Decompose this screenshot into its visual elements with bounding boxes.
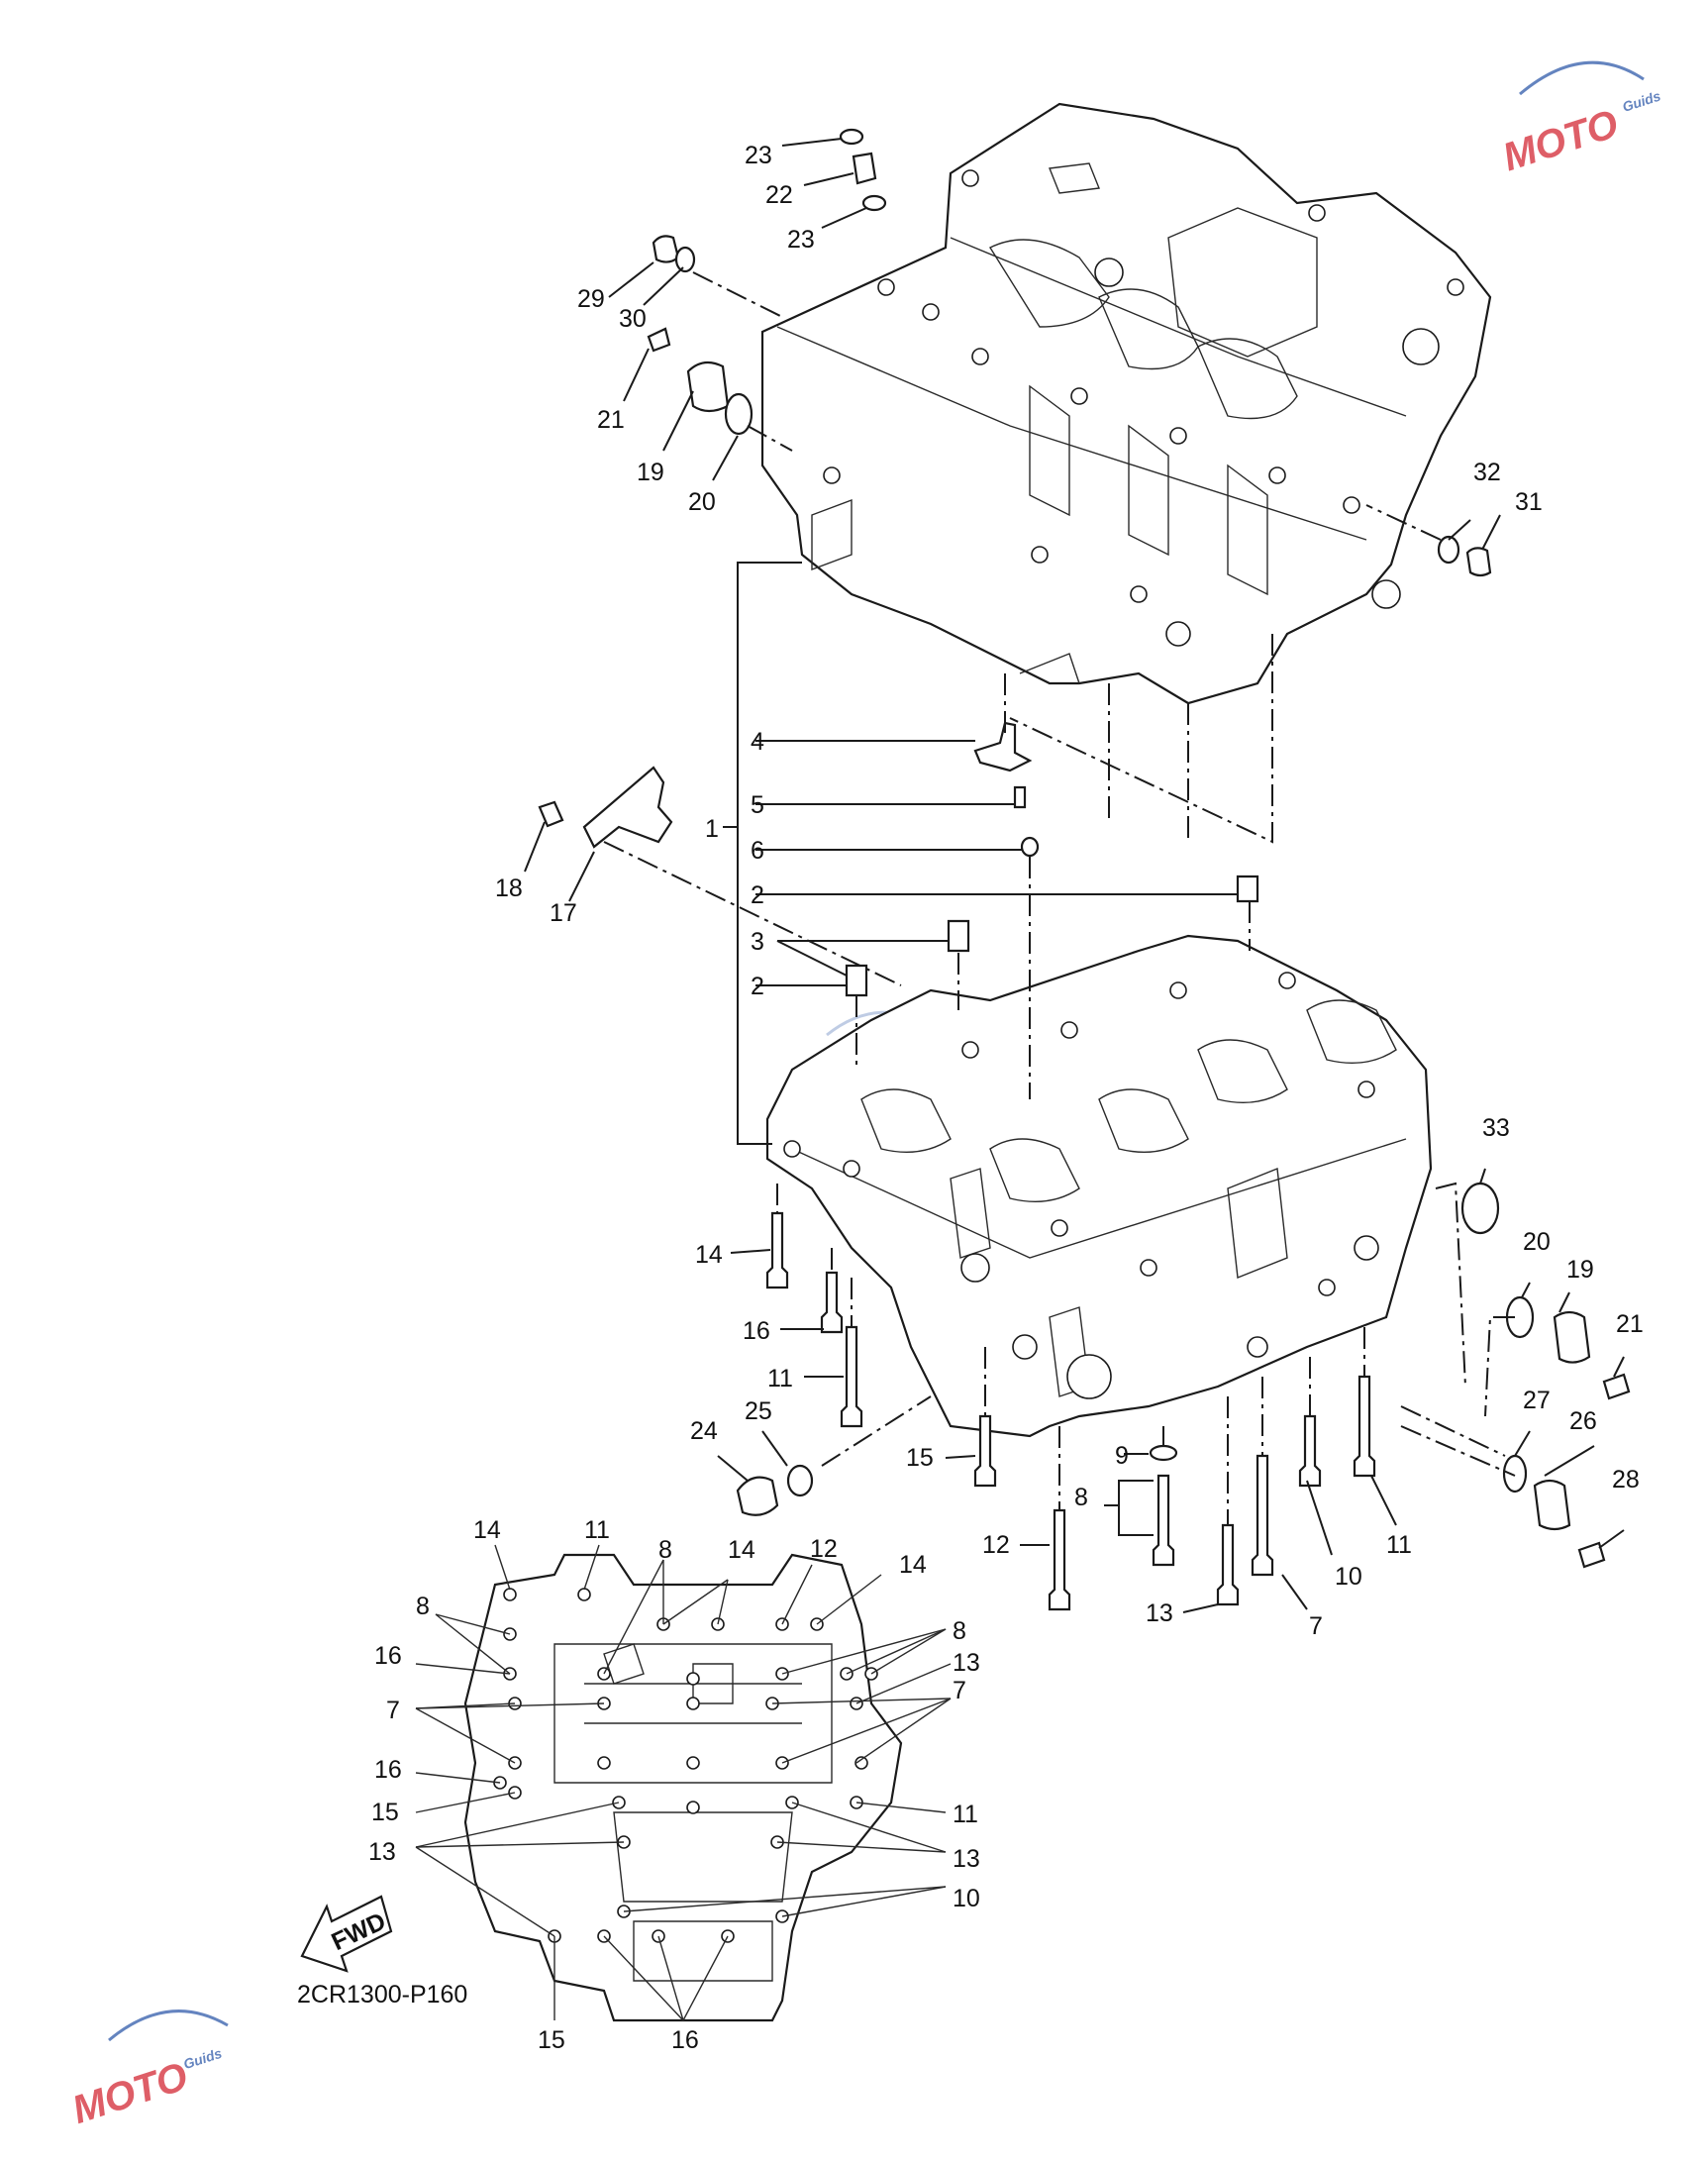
callout-23: 23 xyxy=(745,142,772,169)
callout-24: 24 xyxy=(690,1417,718,1445)
leader-lines xyxy=(415,138,1625,2021)
callout-12: 12 xyxy=(982,1531,1010,1559)
small-parts xyxy=(538,128,1631,1611)
callout-11: 11 xyxy=(584,1516,610,1544)
callout-21: 21 xyxy=(597,406,625,434)
callout-2: 2 xyxy=(751,973,764,1000)
callout-7: 7 xyxy=(386,1697,400,1724)
crankcase-bottom-view xyxy=(463,1553,903,2022)
callout-5: 5 xyxy=(751,791,764,819)
callout-8: 8 xyxy=(953,1617,966,1645)
upper-crankcase xyxy=(760,102,1492,705)
watermark-logo-top-right: MOTO Guids xyxy=(1498,60,1662,180)
callout-16: 16 xyxy=(743,1317,770,1345)
callout-27: 27 xyxy=(1523,1387,1551,1414)
callout-16: 16 xyxy=(671,2026,699,2054)
callout-19: 19 xyxy=(1566,1256,1594,1284)
callout-15: 15 xyxy=(538,2026,565,2054)
callout-15: 15 xyxy=(906,1444,934,1472)
callout-10: 10 xyxy=(1335,1563,1362,1591)
callout-3: 3 xyxy=(751,928,764,956)
callout-14: 14 xyxy=(695,1241,723,1269)
callout-13: 13 xyxy=(1146,1599,1173,1627)
callout-11: 11 xyxy=(767,1365,793,1392)
callout-29: 29 xyxy=(577,285,605,313)
diagram-code: 2CR1300-P160 xyxy=(297,1981,467,2009)
callout-10: 10 xyxy=(953,1885,980,1912)
callout-32: 32 xyxy=(1473,459,1501,486)
callout-31: 31 xyxy=(1515,488,1543,516)
watermark-logo-bottom-left: MOTO Guids xyxy=(67,2009,229,2132)
fwd-arrow-icon: FWD xyxy=(300,1895,393,1973)
callout-2: 2 xyxy=(751,881,764,909)
callout-6: 6 xyxy=(751,837,764,865)
callout-19: 19 xyxy=(637,459,664,486)
svg-text:MOTO: MOTO xyxy=(67,2054,193,2132)
svg-text:Guids: Guids xyxy=(1620,87,1662,115)
callout-13: 13 xyxy=(953,1649,980,1677)
callout-16: 16 xyxy=(374,1756,402,1784)
callout-30: 30 xyxy=(619,305,647,333)
callout-26: 26 xyxy=(1569,1407,1597,1435)
callout-15: 15 xyxy=(371,1799,399,1826)
callout-11: 11 xyxy=(1386,1531,1412,1559)
callout-9: 9 xyxy=(1115,1442,1129,1470)
callout-7: 7 xyxy=(953,1677,966,1704)
callout-7: 7 xyxy=(1309,1612,1323,1640)
callout-16: 16 xyxy=(374,1642,402,1670)
svg-text:Guids: Guids xyxy=(181,2045,224,2073)
callout-21: 21 xyxy=(1616,1310,1644,1338)
callout-33: 33 xyxy=(1482,1114,1510,1142)
callout-18: 18 xyxy=(495,875,523,902)
callout-17: 17 xyxy=(550,899,577,927)
callout-13: 13 xyxy=(953,1845,980,1873)
callout-20: 20 xyxy=(688,488,716,516)
callout-14: 14 xyxy=(473,1516,501,1544)
callout-4: 4 xyxy=(751,728,764,756)
callout-20: 20 xyxy=(1523,1228,1551,1256)
callout-8: 8 xyxy=(658,1536,672,1564)
callout-14: 14 xyxy=(899,1551,927,1579)
lower-crankcase xyxy=(765,934,1433,1438)
callout-22: 22 xyxy=(765,181,793,209)
callout-25: 25 xyxy=(745,1397,772,1425)
callout-1: 1 xyxy=(705,815,719,843)
callout-11: 11 xyxy=(953,1801,978,1828)
callout-8: 8 xyxy=(1074,1484,1088,1511)
svg-text:MOTO: MOTO xyxy=(1498,102,1624,180)
callout-labels: 1 2 2 3 4 5 6 7 7 7 8 8 8 8 9 10 10 11 1… xyxy=(368,142,1644,2054)
callout-23: 23 xyxy=(787,226,815,254)
callout-8: 8 xyxy=(416,1593,430,1620)
callout-13: 13 xyxy=(368,1838,396,1866)
callout-14: 14 xyxy=(728,1536,755,1564)
callout-12: 12 xyxy=(810,1535,838,1563)
callout-28: 28 xyxy=(1612,1466,1640,1494)
